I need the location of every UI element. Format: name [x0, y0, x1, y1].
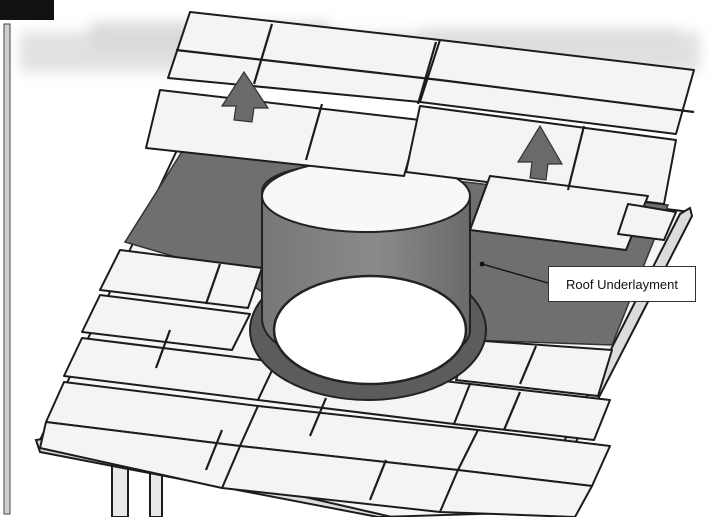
corner-tab: [0, 0, 54, 20]
callout-roof-underlayment: Roof Underlayment: [548, 266, 696, 302]
callout-anchor-dot: [480, 262, 485, 267]
pipe-hole: [274, 276, 466, 384]
support-post-left: [4, 24, 10, 514]
